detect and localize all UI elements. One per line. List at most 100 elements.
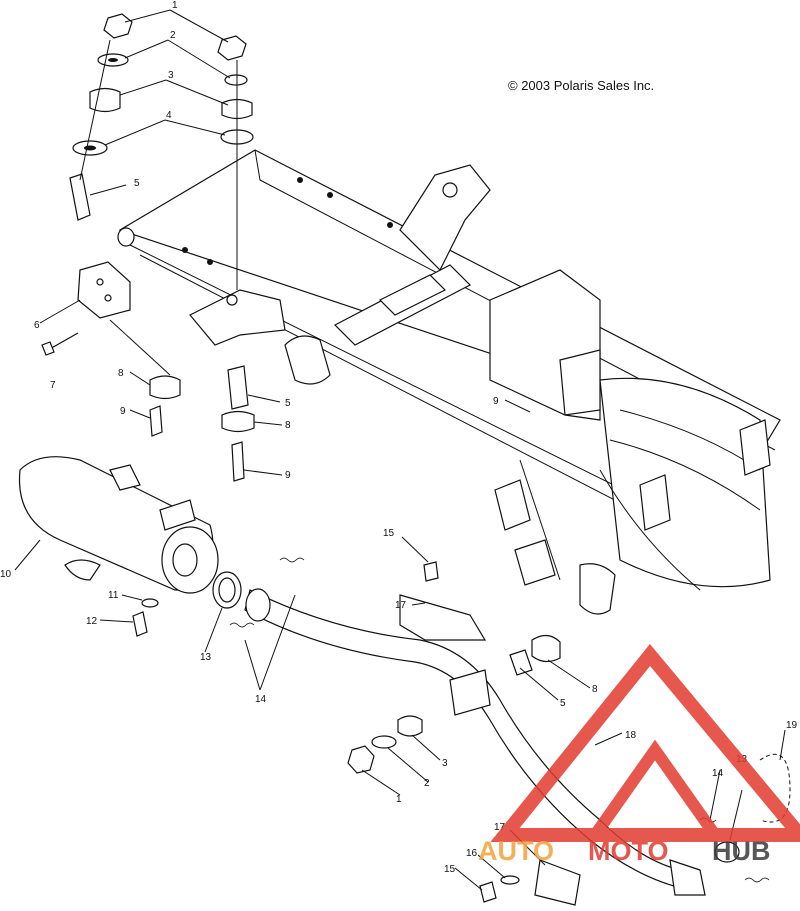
watermark-logo: AUTO MOTO HUB bbox=[478, 643, 800, 866]
spark-arrestor-19 bbox=[759, 753, 791, 823]
nut-1-center bbox=[217, 35, 247, 61]
spacer-5-right bbox=[509, 649, 533, 676]
callout-9b: 9 bbox=[285, 470, 291, 481]
callout-9c: 9 bbox=[493, 396, 499, 407]
center-lower-group bbox=[221, 365, 255, 482]
frame-rear-bracket bbox=[739, 419, 771, 476]
callout-11: 11 bbox=[108, 590, 119, 601]
nut-1-lower bbox=[347, 745, 375, 774]
spring-14-lower bbox=[229, 622, 255, 628]
callout-5b: 5 bbox=[285, 398, 291, 409]
washer-2-lower bbox=[371, 735, 397, 749]
bolt-15-lower bbox=[479, 881, 497, 903]
frame-rear-bracket-2 bbox=[639, 474, 671, 531]
bolt-15-upper bbox=[423, 561, 439, 582]
watermark-triangle-inner bbox=[590, 739, 720, 839]
callout-14b: 14 bbox=[712, 768, 724, 779]
bolt-9-center bbox=[231, 441, 245, 482]
callout-14a: 14 bbox=[255, 694, 267, 705]
washer-11 bbox=[141, 598, 159, 608]
callout-8c: 8 bbox=[592, 684, 598, 695]
frame-assembly bbox=[117, 149, 781, 615]
bolt-7-head bbox=[41, 341, 55, 356]
frame-loop-left bbox=[519, 459, 561, 581]
frame-right-curve-2 bbox=[609, 439, 761, 511]
frame-hole bbox=[297, 177, 303, 183]
hanger-hole bbox=[226, 294, 238, 306]
washer-16 bbox=[500, 875, 520, 885]
frame-upright-hole bbox=[442, 182, 458, 198]
callout-17a: 17 bbox=[395, 600, 407, 611]
leader-14a bbox=[244, 639, 261, 691]
grommet-8-left bbox=[149, 375, 181, 400]
grommet-3-left bbox=[89, 87, 121, 113]
callout-7: 7 bbox=[50, 380, 56, 391]
center-hardware-stack bbox=[217, 35, 254, 290]
frame-hole bbox=[327, 192, 333, 198]
spring-14-upper bbox=[279, 557, 305, 563]
exhaust-pipe-18 bbox=[244, 588, 706, 896]
bolt-12 bbox=[132, 611, 148, 637]
pipe-outlet-collar bbox=[669, 859, 706, 896]
frame-hole bbox=[182, 247, 188, 253]
callout-15b: 15 bbox=[444, 864, 456, 875]
callout-10: 10 bbox=[0, 569, 12, 580]
bolt-9-left bbox=[149, 405, 163, 437]
callout-9a: 9 bbox=[120, 406, 126, 417]
muffler-hanger-tab bbox=[64, 559, 101, 581]
callout-18: 18 bbox=[625, 730, 637, 741]
frame-hole bbox=[387, 222, 393, 228]
left-hardware-stack bbox=[69, 13, 133, 221]
muffler-hanger-bracket bbox=[189, 289, 286, 346]
spacer-5-center bbox=[227, 365, 249, 410]
callout-19: 19 bbox=[786, 720, 798, 731]
frame-rear-upright bbox=[399, 164, 491, 272]
grommet-8-right bbox=[531, 634, 561, 663]
washer-4-left-hole bbox=[84, 145, 96, 151]
copyright-text: © 2003 Polaris Sales Inc. bbox=[508, 78, 654, 93]
frame-side-edge bbox=[254, 149, 776, 451]
frame-front-loop bbox=[284, 335, 331, 385]
grommet-3-lower bbox=[397, 715, 423, 737]
muffler-bracket-side bbox=[159, 499, 196, 531]
bolt-7 bbox=[47, 332, 79, 351]
frame-right-housing bbox=[599, 377, 771, 588]
bracket-17-lower bbox=[534, 859, 581, 906]
callout-2b: 2 bbox=[424, 778, 430, 789]
muffler-10 bbox=[18, 456, 219, 594]
callout-2a: 2 bbox=[170, 30, 176, 41]
frame-cross-bracket bbox=[378, 274, 447, 316]
leader-stack-left bbox=[79, 39, 111, 181]
watermark-text-hub: HUB bbox=[712, 836, 771, 866]
frame-tube-end bbox=[117, 227, 135, 247]
callout-15a: 15 bbox=[383, 528, 395, 539]
hanger-plate-6 bbox=[77, 261, 131, 319]
callout-leaders bbox=[14, 9, 786, 891]
callout-4a: 4 bbox=[166, 110, 172, 121]
grommet-8-center bbox=[221, 410, 255, 433]
callout-3a: 3 bbox=[168, 70, 174, 81]
washer-2-left-hole bbox=[108, 58, 118, 62]
spring-14-rear-lower bbox=[744, 877, 770, 883]
plate-hole bbox=[104, 294, 112, 302]
pipe-bracket bbox=[449, 669, 491, 716]
callout-8a: 8 bbox=[118, 368, 124, 379]
muffler-outlet bbox=[172, 543, 198, 577]
washer-2-center bbox=[224, 74, 248, 86]
callout-8b: 8 bbox=[285, 420, 291, 431]
bracket-17-upper bbox=[399, 594, 487, 641]
frame-left-bracket-2 bbox=[514, 539, 556, 586]
frame-hole bbox=[207, 259, 213, 265]
callout-6: 6 bbox=[34, 320, 40, 331]
leader-14b bbox=[259, 594, 296, 691]
frame-loop-right bbox=[599, 469, 701, 591]
callout-17b: 17 bbox=[494, 822, 506, 833]
callout-12: 12 bbox=[86, 616, 98, 627]
muffler-bracket-top bbox=[109, 464, 141, 491]
gasket-13-left-inner bbox=[218, 577, 236, 603]
watermark-text-moto: MOTO bbox=[588, 836, 669, 866]
nut-1-left bbox=[103, 13, 133, 39]
frame-wing-nut bbox=[579, 563, 616, 615]
watermark-text-auto: AUTO bbox=[478, 836, 554, 866]
